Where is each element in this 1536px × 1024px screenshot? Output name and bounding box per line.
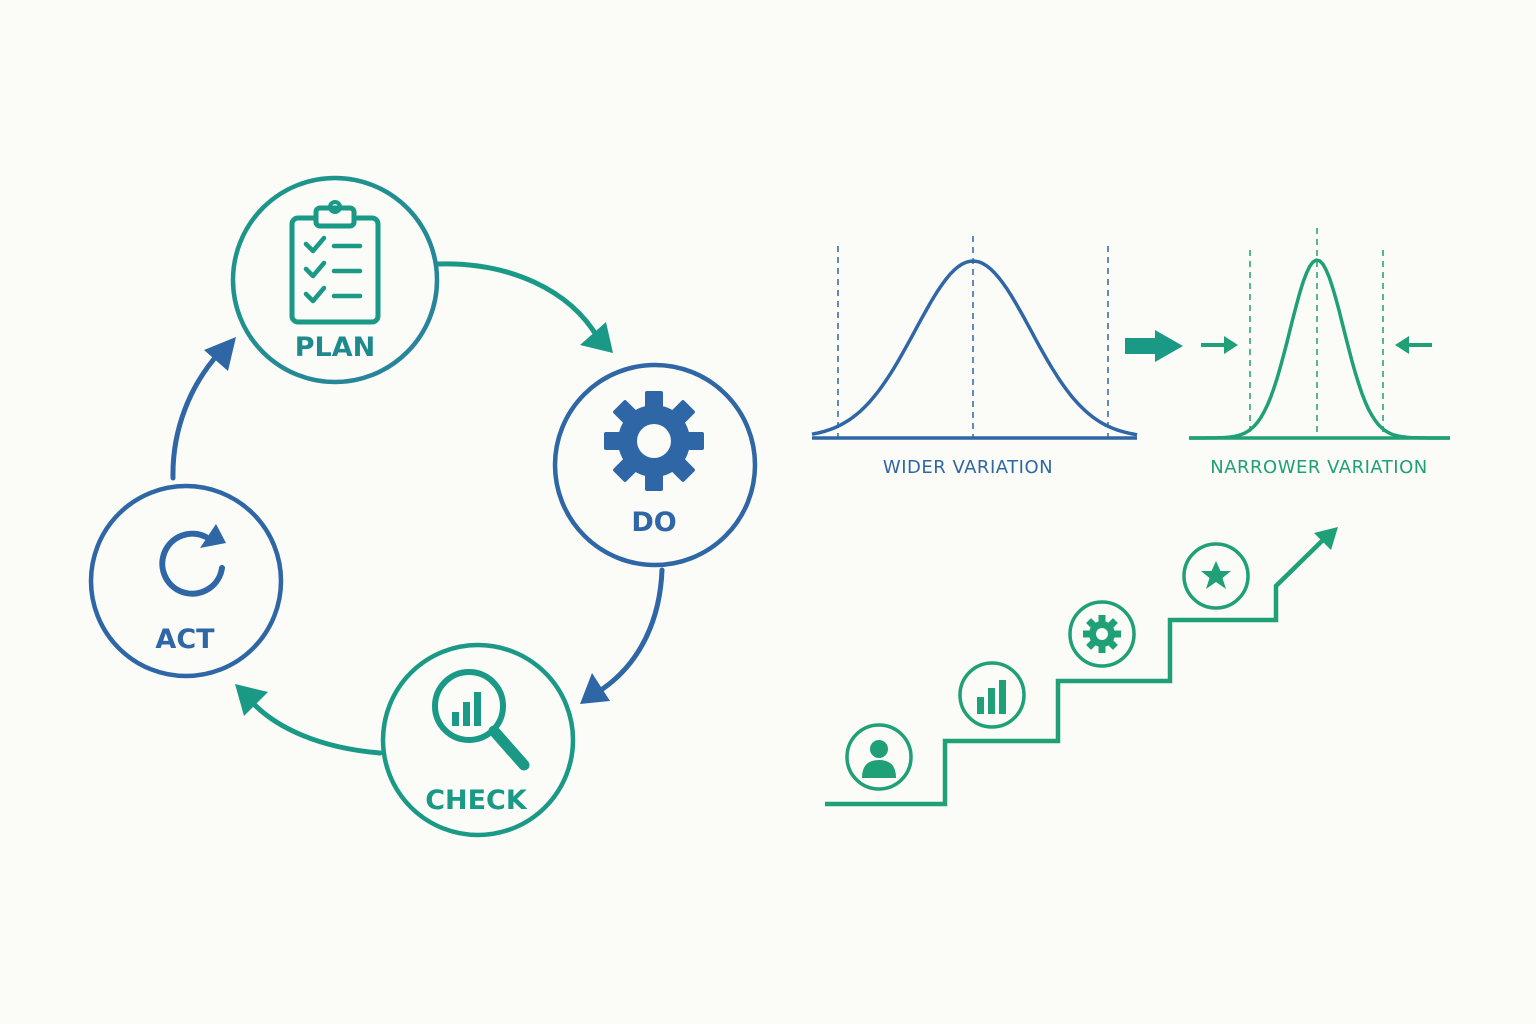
- narrowing-arrow-left-icon: [1201, 336, 1238, 354]
- narrower-variation-chart: NARROWER VARIATION: [1189, 228, 1450, 478]
- clipboard-checklist-icon: [289, 200, 381, 325]
- bar-chart-icon: [977, 680, 1006, 714]
- narrowing-arrow-right-icon: [1395, 336, 1432, 354]
- check-label: CHECK: [425, 785, 528, 816]
- user-icon: [862, 740, 896, 778]
- arrow-act-to-plan-head: [204, 337, 236, 371]
- arrow-check-to-act-head: [235, 684, 268, 716]
- transition-arrow-icon: [1125, 330, 1183, 362]
- wider-variation-label: WIDER VARIATION: [883, 457, 1053, 478]
- plan-label: PLAN: [295, 332, 376, 363]
- arrow-plan-to-do-head: [580, 322, 613, 353]
- improvement-staircase: [825, 527, 1338, 807]
- star-icon: [1201, 561, 1231, 589]
- arrow-do-to-check: [595, 567, 665, 695]
- staircase-line: [825, 535, 1328, 807]
- step-user-node: [845, 723, 913, 791]
- magnifier-chart-icon: [432, 669, 530, 771]
- check-node: CHECK: [380, 642, 576, 838]
- arrow-check-to-act: [247, 697, 383, 756]
- step-gear-node: [1068, 600, 1136, 668]
- arrow-plan-to-do: [435, 261, 601, 341]
- step-star-node: [1182, 542, 1250, 610]
- act-label: ACT: [155, 624, 215, 655]
- do-node: DO: [552, 362, 758, 568]
- gear-icon: [1083, 615, 1121, 653]
- wide-bell-curve: [811, 259, 1138, 437]
- act-node: ACT: [88, 483, 284, 679]
- arrow-do-to-check-head: [580, 673, 610, 704]
- narrower-variation-label: NARROWER VARIATION: [1210, 457, 1428, 478]
- wider-variation-chart: WIDER VARIATION: [811, 236, 1138, 478]
- step-chart-node: [958, 661, 1026, 729]
- growth-arrow-head-icon: [1314, 527, 1338, 550]
- cycle-arrows: [170, 261, 665, 756]
- arrow-act-to-plan: [170, 349, 223, 481]
- gear-icon: [604, 391, 704, 491]
- do-label: DO: [631, 507, 676, 538]
- plan-node: PLAN: [230, 175, 440, 385]
- refresh-icon: [159, 524, 226, 597]
